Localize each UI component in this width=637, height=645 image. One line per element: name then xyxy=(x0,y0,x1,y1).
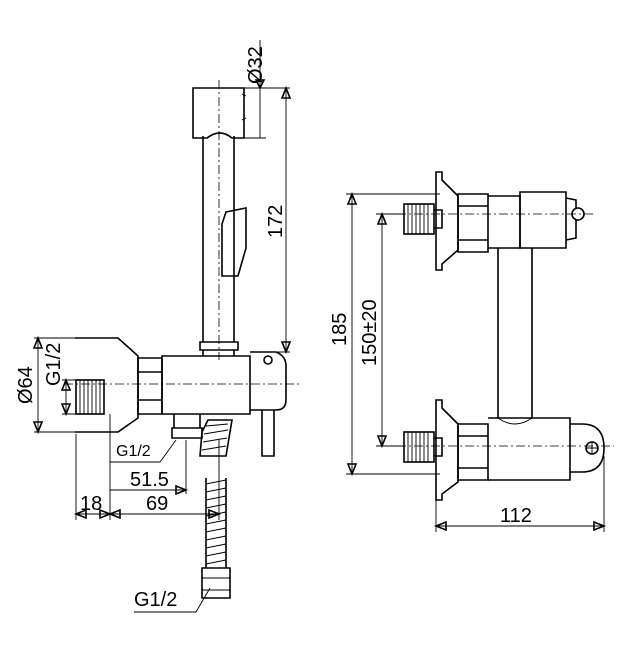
dim-offset-51 xyxy=(110,440,189,496)
dim-height-total xyxy=(346,191,440,477)
dim-offset-18 xyxy=(73,508,113,520)
dim-thread-left xyxy=(60,377,104,417)
label-thread-left: G1/2 xyxy=(43,343,65,386)
shower-head xyxy=(192,87,245,139)
shower-head-notch xyxy=(241,93,247,121)
dim-center-distance xyxy=(376,211,404,449)
shower-trigger xyxy=(221,207,247,277)
shower-handle xyxy=(202,136,235,342)
dim-diameter-flange xyxy=(32,335,118,435)
leader-thread-outlet xyxy=(110,439,177,463)
label-thread-hose: G1/2 xyxy=(134,589,177,611)
top-flange xyxy=(435,171,459,271)
dim-width xyxy=(433,456,607,532)
label-offset-51: 51.5 xyxy=(130,469,169,491)
thread-left xyxy=(75,379,105,415)
lever-stem xyxy=(261,410,275,457)
top-body xyxy=(488,195,521,249)
label-height-total: 185 xyxy=(329,313,351,346)
valve-body xyxy=(161,355,251,415)
label-offset-18: 18 xyxy=(80,493,102,515)
label-center-distance: 150±20 xyxy=(359,299,381,366)
top-nut xyxy=(457,193,489,253)
dim-offset-69 xyxy=(75,414,222,520)
vertical-tube xyxy=(497,248,533,418)
bottom-nut xyxy=(457,423,489,481)
label-diameter-head: Ø32 xyxy=(245,46,267,84)
label-width: 112 xyxy=(500,505,532,527)
lever-pivot xyxy=(263,355,273,365)
label-diameter-flange: Ø64 xyxy=(15,366,37,404)
top-outlet xyxy=(519,191,567,249)
bottom-curve xyxy=(497,417,533,425)
bottom-body xyxy=(488,417,571,481)
hose-outlet xyxy=(171,414,203,439)
side-nut xyxy=(137,357,163,415)
hose xyxy=(199,419,233,599)
dim-height xyxy=(244,85,292,355)
valve-lever xyxy=(250,351,287,411)
label-height: 172 xyxy=(265,205,287,238)
side-view xyxy=(32,40,300,613)
bottom-cap xyxy=(570,423,605,473)
top-thread xyxy=(403,203,443,235)
label-offset-69: 69 xyxy=(146,493,168,515)
label-thread-outlet: G1/2 xyxy=(116,443,151,460)
bottom-flange xyxy=(435,399,459,501)
front-view xyxy=(346,171,614,532)
handle-collar xyxy=(199,341,239,356)
bottom-thread xyxy=(403,431,443,463)
leader-thread-hose xyxy=(134,587,211,613)
